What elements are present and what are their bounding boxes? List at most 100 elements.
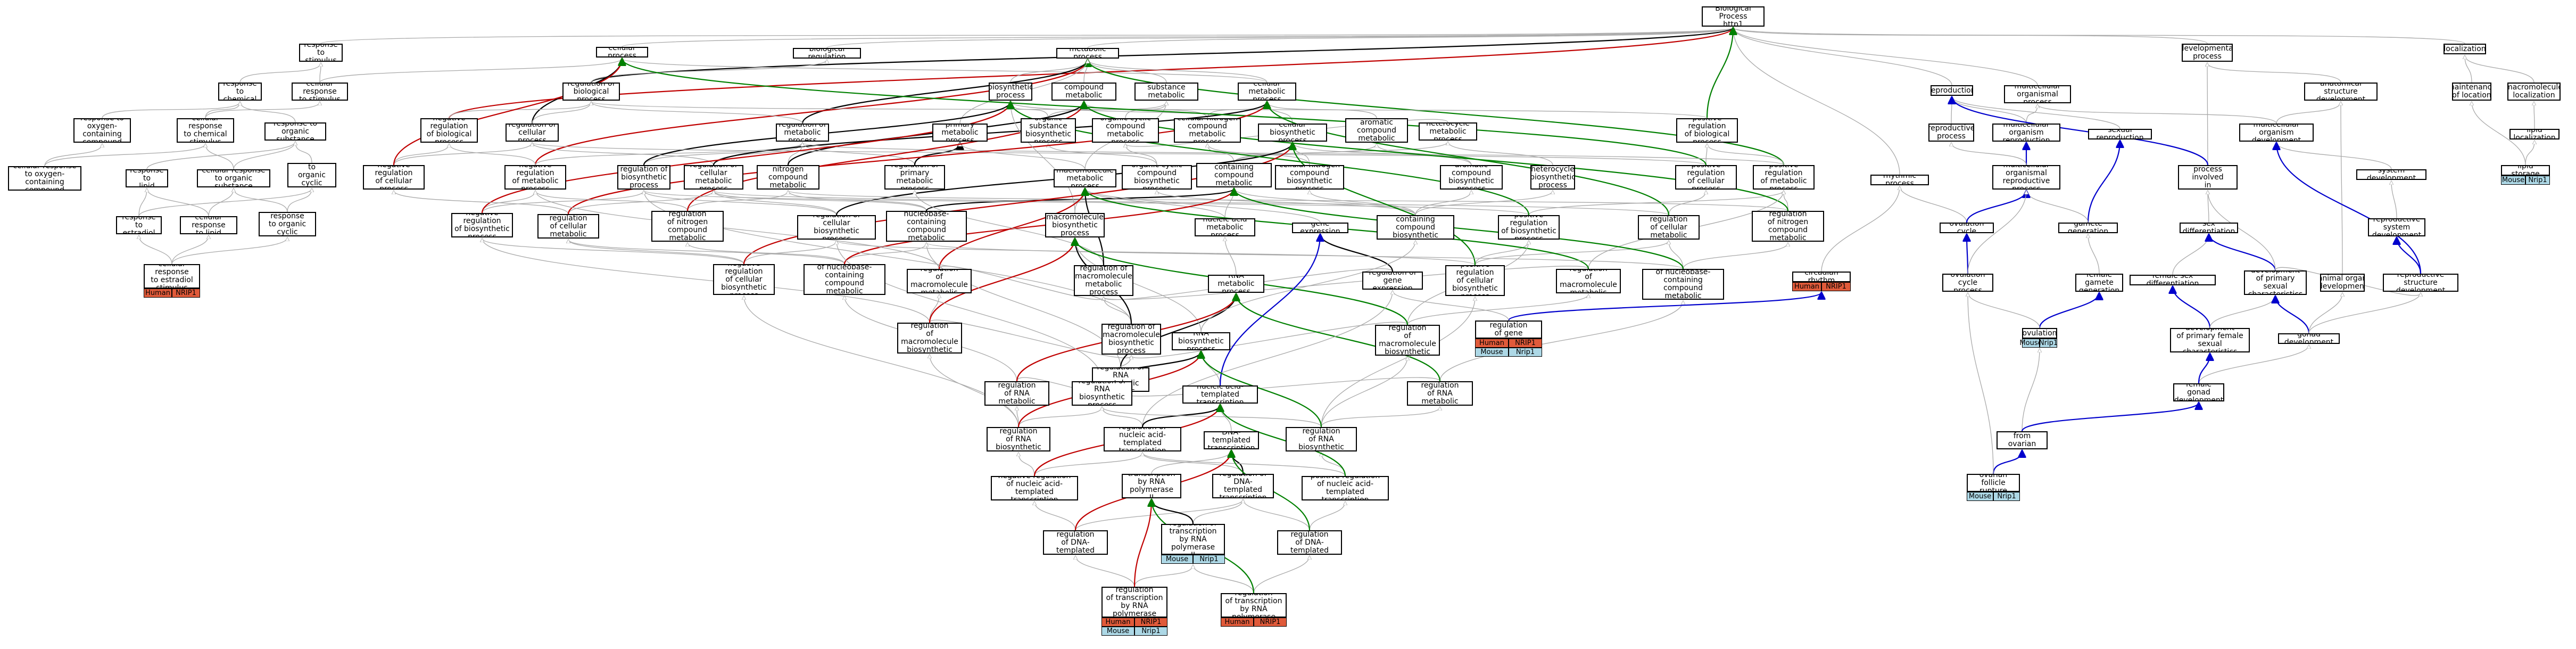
term-node-resp-lipid[interactable]: response to lipid <box>126 169 168 187</box>
term-node-ovulation-cycle-proc[interactable]: ovulation cycle process <box>1942 274 1993 292</box>
term-node-pos-reg-rna-biosyn[interactable]: positive regulation of RNA biosynthetic … <box>1286 427 1357 451</box>
term-node-reg-nucleic-transcr[interactable]: regulation of nucleic acid-templated tra… <box>1104 427 1181 451</box>
term-node-cell-resp-chem[interactable]: cellular response to chemical stimulus <box>177 118 234 143</box>
term-node-sexual-repro[interactable]: sexual reproduction <box>2088 129 2152 139</box>
term-node-ovulation-from-follicle[interactable]: ovulation from ovarian follicle <box>1997 431 2048 449</box>
term-node-animal-organ[interactable]: animal organ development <box>2320 274 2365 292</box>
term-node-nitro-met[interactable]: nitrogen compound metabolic process <box>1051 83 1116 101</box>
term-node-neg-reg-transcr-pol2[interactable]: negative regulation of transcription by … <box>1101 587 1167 618</box>
term-node-macro-biosyn[interactable]: macromolecule biosynthetic process <box>1045 213 1105 237</box>
term-node-pos-reg-nucleic-transcr[interactable]: positive regulation of nucleic acid-temp… <box>1302 476 1389 500</box>
term-node-biosyn[interactable]: biosynthetic process <box>989 83 1032 101</box>
term-node-reg-cell-met[interactable]: regulation of cellular metabolic process <box>684 165 743 190</box>
term-node-hetero-met[interactable]: heterocycle metabolic process <box>1419 122 1477 141</box>
term-node-pos-reg-macro-met[interactable]: positive regulation of macromolecule met… <box>1556 269 1621 293</box>
term-node-dev-repro[interactable]: developmental process involved in reprod… <box>2178 165 2238 190</box>
term-node-reg-met[interactable]: regulation of metabolic process <box>776 124 829 142</box>
term-node-cell-resp-oxy[interactable]: cellular response to oxygen-containing c… <box>8 166 81 191</box>
term-node-cell-nitro-biosyn[interactable]: cellular nitrogen compound biosynthetic … <box>1275 165 1344 190</box>
term-node-dna-transcr[interactable]: DNA-templated transcription <box>1204 431 1259 449</box>
term-node-pos-reg-dna-transcr[interactable]: positive regulation of DNA-templated tra… <box>1277 530 1342 555</box>
term-node-pos-reg-transcr-pol2[interactable]: positive regulation of transcription by … <box>1221 593 1287 618</box>
term-node-pos-reg-nitro[interactable]: positive regulation of nitrogen compound… <box>1752 211 1824 242</box>
term-node-reproduction[interactable]: reproduction <box>1931 85 1973 96</box>
term-node-neg-reg-bio[interactable]: negative regulation of biological proces… <box>420 118 478 143</box>
term-node-reg-rna-biosyn[interactable]: regulation of RNA biosynthetic process <box>1072 381 1132 406</box>
term-node-reg-dna-transcr[interactable]: regulation of DNA-templated transcriptio… <box>1212 474 1274 498</box>
term-node-arom-biosyn[interactable]: aromatic compound biosynthetic process <box>1440 165 1503 190</box>
term-node-neg-reg-cell[interactable]: negative regulation of cellular process <box>363 165 425 190</box>
term-node-cell-resp-org-cyc[interactable]: cellular response to organic cyclic comp… <box>259 212 316 236</box>
term-node-lipid-storage[interactable]: lipid storage <box>2501 165 2550 176</box>
term-node-cell-proc[interactable]: cellular process <box>596 47 648 57</box>
term-node-gene-expr[interactable]: gene expression <box>1292 223 1348 233</box>
term-node-cell-biosyn[interactable]: cellular biosynthetic process <box>1258 124 1327 142</box>
term-node-neg-reg-cell-biosyn[interactable]: negative regulation of cellular biosynth… <box>713 264 775 295</box>
term-node-pos-reg-cell-biosyn[interactable]: positive regulation of cellular biosynth… <box>1445 265 1505 296</box>
term-node-gamete-gen[interactable]: gamete generation <box>2058 223 2118 233</box>
term-node-neg-reg-nuc-met[interactable]: negative regulation of nucleobase-contai… <box>804 264 885 295</box>
term-node-bio-reg[interactable]: biological regulation <box>793 48 861 59</box>
term-node-met-proc[interactable]: metabolic process <box>1056 48 1119 59</box>
term-node-dev-primary-sex[interactable]: development of primary sexual characteri… <box>2244 270 2307 295</box>
term-node-pos-reg-cell-met[interactable]: positive regulation of cellular metaboli… <box>1638 215 1700 240</box>
term-node-neg-reg-rna-met[interactable]: negative regulation of RNA metabolic pro… <box>984 381 1049 406</box>
term-node-nuc-met[interactable]: nucleobase-containing compound metabolic… <box>1196 163 1272 187</box>
term-node-org-sub-biosyn[interactable]: organic substance biosynthetic process <box>1021 118 1076 143</box>
term-node-cell-resp-estradiol[interactable]: cellular response to estradiol stimulus <box>144 264 200 289</box>
term-node-sex-diff[interactable]: sex differentiation <box>2180 223 2238 233</box>
term-node-developmental[interactable]: developmental process <box>2182 44 2233 62</box>
term-node-repro-system-dev[interactable]: reproductive system development <box>2368 218 2425 236</box>
term-node-circadian-reg[interactable]: circadian regulation of gene expression <box>1475 321 1542 339</box>
term-node-transcr-pol2[interactable]: transcription by RNA polymerase II <box>1122 474 1181 498</box>
term-node-circadian[interactable]: circadian rhythm <box>1792 272 1851 282</box>
term-node-resp-oxy[interactable]: response to oxygen-containing compound <box>73 118 131 143</box>
term-node-neg-reg-biosyn[interactable]: negative regulation of biosynthetic proc… <box>451 213 513 237</box>
term-node-reg-nitro[interactable]: regulation of nitrogen compound metaboli… <box>757 165 819 190</box>
term-node-localization[interactable]: localization <box>2444 44 2486 54</box>
term-node-cell-resp-lipid[interactable]: cellular response to lipid <box>180 216 237 234</box>
term-node-maint-loc[interactable]: maintenance of location <box>2452 83 2491 101</box>
term-node-reg-cell-biosyn[interactable]: regulation of cellular biosynthetic proc… <box>797 215 876 240</box>
term-node-repro-struct-dev[interactable]: reproductive structure development <box>2383 274 2458 292</box>
term-node-rhythmic[interactable]: rhythmic process <box>1870 175 1929 185</box>
term-node-nucleic-transcr[interactable]: nucleic acid-templated transcription <box>1182 385 1258 404</box>
term-node-org-cyc-met[interactable]: organic cyclic compound metabolic proces… <box>1092 118 1159 143</box>
term-node-reg-transcr-pol2[interactable]: regulation of transcription by RNA polym… <box>1161 524 1225 555</box>
term-node-multi-dev[interactable]: multicellular organism development <box>2239 124 2314 142</box>
term-node-resp-chem[interactable]: response to chemical <box>218 83 262 101</box>
term-node-pos-reg-bio[interactable]: positive regulation of biological proces… <box>1676 118 1738 143</box>
term-node-resp-stim[interactable]: response to stimulus <box>299 44 343 62</box>
term-node-cell-arom[interactable]: cellular aromatic compound metabolic pro… <box>1345 118 1408 143</box>
term-node-ovulation[interactable]: ovulation <box>2022 328 2057 339</box>
term-node-dev-primary-female[interactable]: development of primary female sexual cha… <box>2170 328 2250 352</box>
term-node-rna-met[interactable]: RNA metabolic process <box>1208 275 1264 293</box>
term-node-neg-reg-dna-transcr[interactable]: negative regulation of DNA-templated tra… <box>1043 530 1108 555</box>
term-node-hetero-biosyn[interactable]: heterocycle biosynthetic process <box>1530 165 1575 190</box>
term-node-pos-reg-met[interactable]: positive regulation of metabolic process <box>1753 165 1815 190</box>
term-node-reg-macro-biosyn[interactable]: regulation of macromolecule biosynthetic… <box>1101 324 1161 355</box>
term-node-neg-reg-nucleic-transcr[interactable]: negative regulation of nucleic acid-temp… <box>991 476 1078 500</box>
term-node-ovarian-rupture[interactable]: ovarian follicle rupture <box>1967 474 2020 492</box>
term-node-org-sub-met[interactable]: organic substance metabolic process <box>1134 83 1198 101</box>
term-node-gonad-dev[interactable]: gonad development <box>2278 333 2340 344</box>
term-node-reg-cell[interactable]: regulation of cellular process <box>506 124 559 142</box>
term-node-female-sex-diff[interactable]: female sex differentiation <box>2130 275 2216 285</box>
term-node-system-dev[interactable]: system development <box>2356 169 2426 180</box>
term-node-ovulation-cycle[interactable]: ovulation cycle <box>1940 223 1994 233</box>
term-node-pos-reg-rna-met[interactable]: positive regulation of RNA metabolic pro… <box>1407 381 1473 406</box>
term-node-resp-org-sub[interactable]: response to organic substance <box>264 122 326 141</box>
term-node-multi-org-repro[interactable]: multicellular organism reproduction <box>1992 124 2060 142</box>
term-node-female-gonad[interactable]: female gonad development <box>2173 383 2224 401</box>
term-node-neg-reg-macro-met[interactable]: negative regulation of macromolecule met… <box>907 269 972 293</box>
term-node-nucleic-met[interactable]: nucleic acid metabolic process <box>1195 218 1255 236</box>
term-node-neg-reg-rna-biosyn[interactable]: negative regulation of RNA biosynthetic … <box>987 427 1050 451</box>
term-node-bp[interactable]: Biological Process http1 <box>1702 6 1765 27</box>
term-node-neg-reg-macro-biosyn[interactable]: negative regulation of macromolecule bio… <box>897 323 962 354</box>
term-node-cell-resp-org[interactable]: cellular response to organic substance <box>197 169 270 187</box>
term-node-repro-proc[interactable]: reproductive process <box>1928 124 1974 142</box>
term-node-anat-dev[interactable]: anatomical structure development <box>2304 83 2378 101</box>
term-node-cell-nitro-met[interactable]: cellular nitrogen compound metabolic pro… <box>1174 118 1241 143</box>
term-node-pos-reg-biosyn[interactable]: positive regulation of biosynthetic proc… <box>1498 215 1560 240</box>
term-node-multi-org[interactable]: multicellular organismal process <box>2004 85 2071 103</box>
